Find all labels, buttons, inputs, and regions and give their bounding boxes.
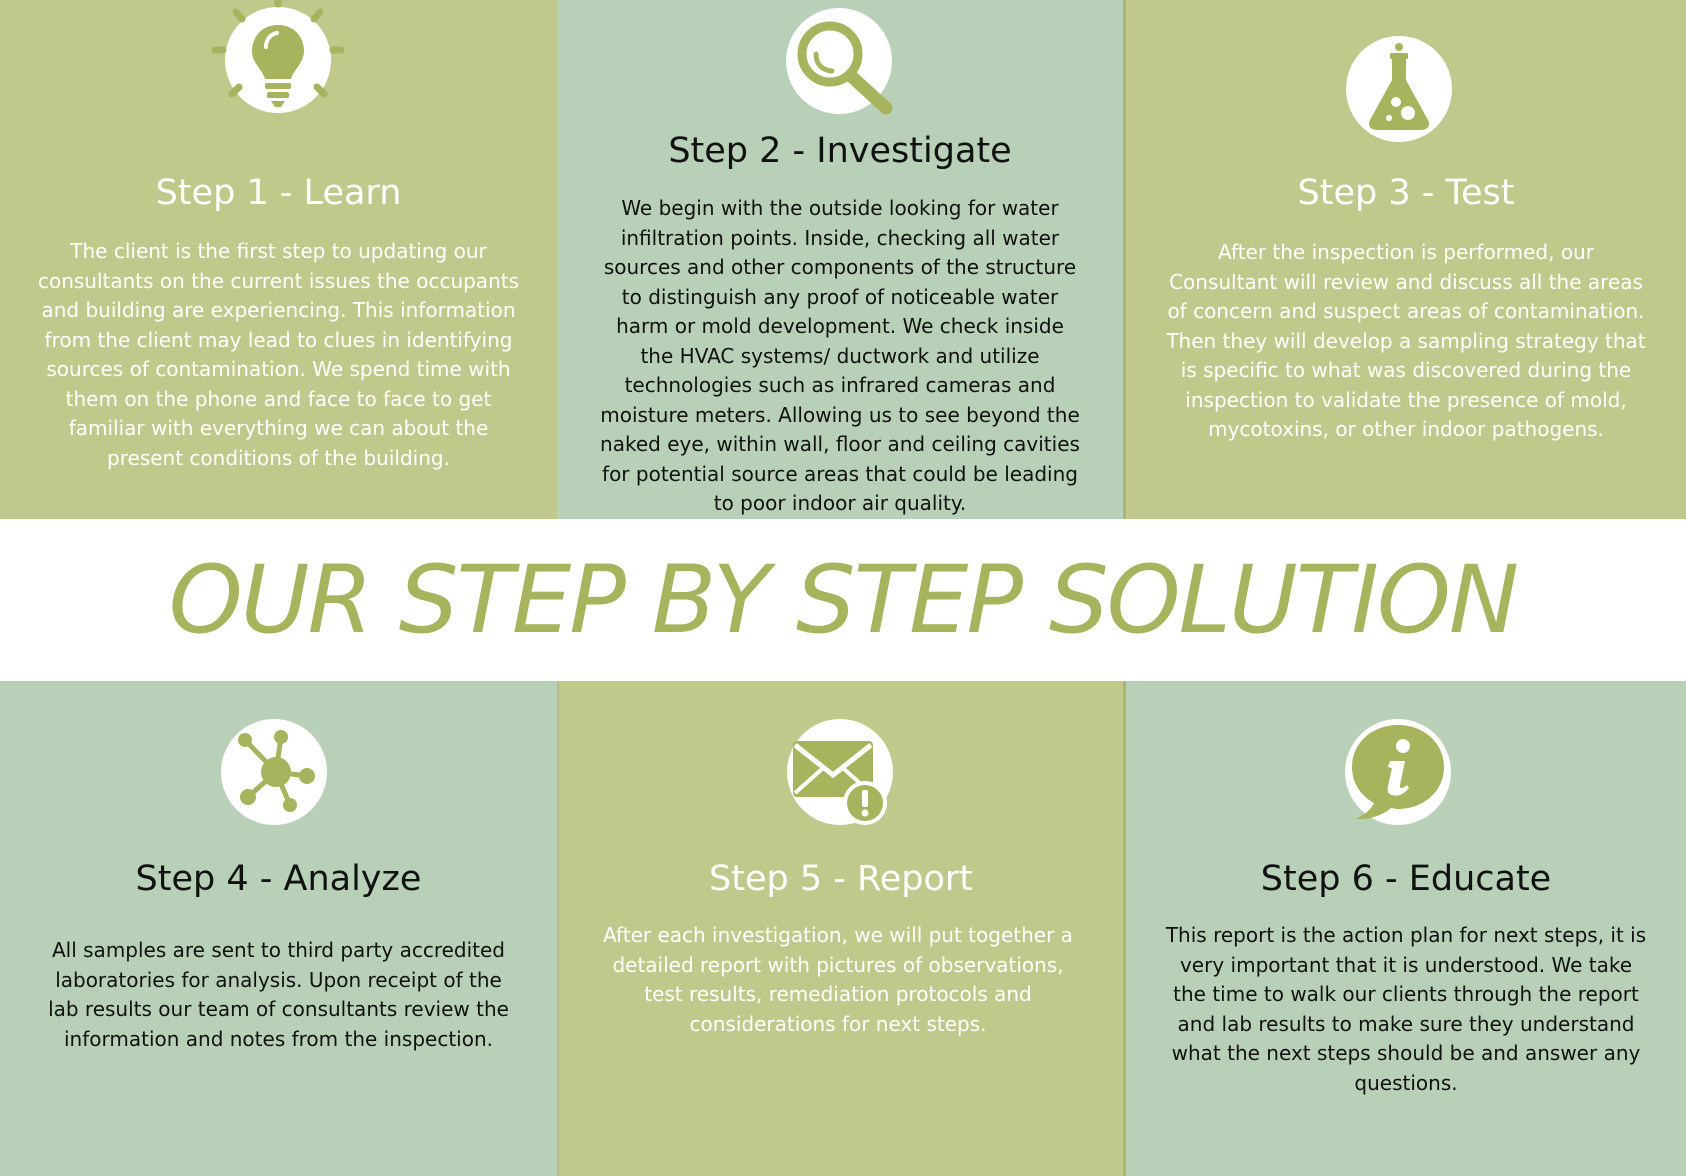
step-3-title: Step 3 - Test xyxy=(1297,173,1515,213)
step-5-text: After each investigation, we will put to… xyxy=(603,923,1073,1036)
step-4-text: All samples are sent to third party accr… xyxy=(48,938,509,1051)
headline-band xyxy=(0,519,1686,681)
envelope-alert-icon xyxy=(787,719,893,825)
step-1-text: The client is the first step to updating… xyxy=(37,239,520,470)
step-5-title: Step 5 - Report xyxy=(709,859,973,899)
page-headline: OUR STEP BY STEP SOLUTION xyxy=(168,546,1519,655)
step-6-panel: Step 6 - Educate This report is the acti… xyxy=(1123,681,1686,1176)
step-2-panel: Step 2 - Investigate We begin with the o… xyxy=(557,0,1123,519)
step-6-title: Step 6 - Educate xyxy=(1260,859,1552,899)
step-4-title: Step 4 - Analyze xyxy=(135,859,422,899)
step-3-text: After the inspection is performed, our C… xyxy=(1166,240,1646,441)
step-4-panel: Step 4 - Analyze All samples are sent to… xyxy=(0,681,557,1176)
step-2-text: We begin with the outside looking for wa… xyxy=(600,196,1080,515)
step-1-title: Step 1 - Learn xyxy=(155,173,402,213)
magnifying-glass-icon xyxy=(786,8,893,115)
flask-icon xyxy=(1346,36,1452,142)
step-3-panel: Step 3 - Test After the inspection is pe… xyxy=(1123,0,1686,519)
lightbulb-icon xyxy=(211,0,345,113)
step-6-text: This report is the action plan for next … xyxy=(1165,923,1647,1095)
step-1-panel: Step 1 - Learn The client is the first s… xyxy=(0,0,557,519)
network-icon xyxy=(221,719,327,825)
step-2-title: Step 2 - Investigate xyxy=(668,131,1012,171)
step-5-panel: Step 5 - Report After each investigation… xyxy=(557,681,1123,1176)
info-speech-icon xyxy=(1345,719,1451,825)
